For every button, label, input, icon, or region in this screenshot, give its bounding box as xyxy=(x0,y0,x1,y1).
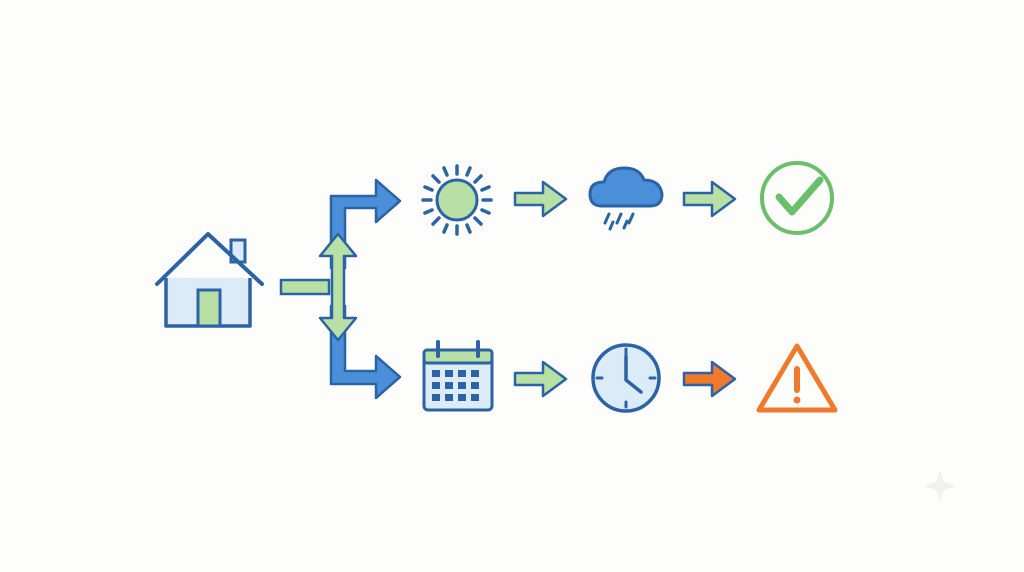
top-arrow-2 xyxy=(682,180,737,218)
calendar-icon xyxy=(422,340,494,412)
clock-icon xyxy=(591,343,661,413)
branch-up-arrow xyxy=(329,178,402,270)
bottom-arrow-2 xyxy=(682,360,737,398)
double-arrow-icon xyxy=(318,232,358,342)
warning-triangle-icon xyxy=(756,343,838,413)
split-connector xyxy=(279,178,402,400)
checkmark-circle-icon xyxy=(760,161,834,235)
bottom-arrow-1 xyxy=(513,360,568,398)
branch-down-arrow xyxy=(329,304,402,400)
top-arrow-1 xyxy=(513,180,568,218)
house-icon xyxy=(155,232,264,328)
sparkle-icon xyxy=(924,470,956,502)
rain-cloud-icon xyxy=(588,166,664,231)
sun-icon xyxy=(421,164,493,236)
